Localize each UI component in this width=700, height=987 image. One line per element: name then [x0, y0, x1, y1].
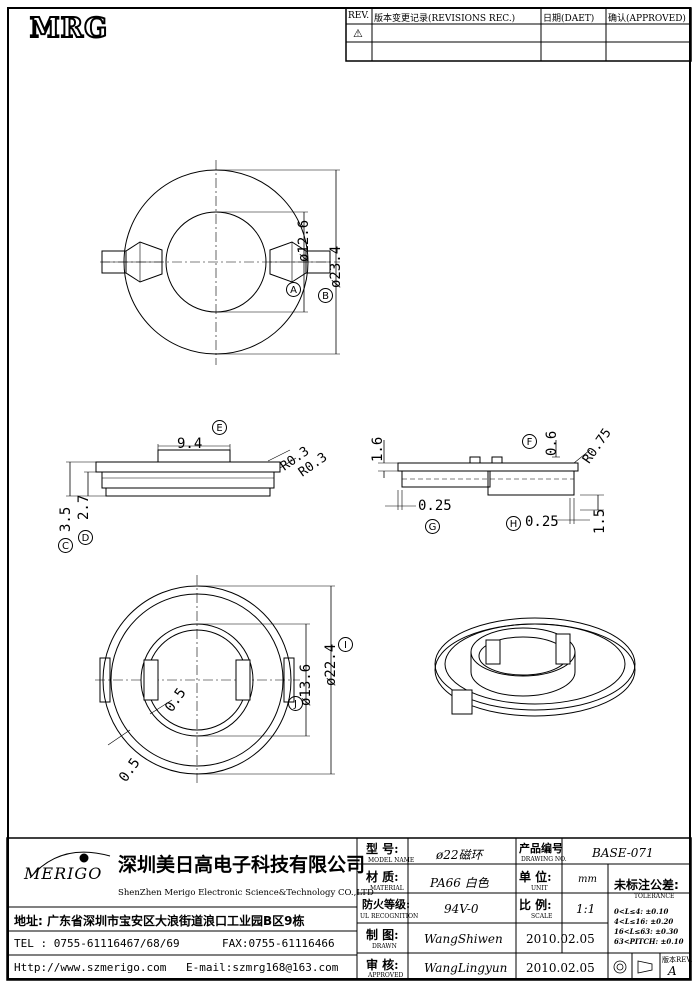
drawn-date-value: 2010.02.05 [526, 932, 595, 946]
dim-inner-dia-top: ø12.6 [296, 219, 312, 262]
tolerance-label: 未标注公差: [614, 878, 679, 892]
company-name-en: ShenZhen Merigo Electronic Science&Techn… [118, 888, 374, 898]
dim-height-2-7: 2.7 [76, 494, 92, 520]
unit-value: mm [578, 874, 597, 885]
dim-height-1-5: 1.5 [592, 508, 608, 534]
logo-text: MRG [29, 12, 109, 45]
unit-label-en: UNIT [531, 885, 548, 892]
approved-header: 确认(APPROVED) [608, 14, 686, 24]
material-label-en: MATERIAL [370, 885, 404, 892]
drawing-no-value: BASE-071 [592, 846, 654, 860]
drawn-label-en: DRAWN [372, 943, 397, 950]
approved-label: 审 核: [366, 958, 399, 972]
approved-label-en: APPROVED [368, 972, 404, 979]
bubble-f: F [522, 434, 537, 449]
fire-rating-label: 防火等级: [362, 898, 411, 911]
approved-by-value: WangLingyun [424, 961, 508, 975]
bubble-e: E [212, 420, 227, 435]
dim-outer-dia-bottom: ø22.4 [323, 643, 339, 686]
material-label: 材 质: [366, 870, 399, 884]
bubble-d: D [78, 530, 93, 545]
fire-rating-label-en: UL RECOGNITION [360, 913, 419, 920]
approved-date-value: 2010.02.05 [526, 961, 595, 975]
tolerance-row-4: 63<PITCH: ±0.10 [614, 937, 684, 946]
company-fax: FAX:0755-61116466 [222, 937, 335, 950]
company-email: E-mail:szmrg168@163.com [186, 961, 339, 974]
revision-record-header: 版本变更记录(REVISIONS REC.) [374, 14, 516, 24]
warning-icon: ⚠ [353, 27, 363, 40]
version-label: 版本REV. [662, 956, 693, 964]
bubble-a: A [286, 282, 301, 297]
material-value: PA66 白色 [430, 876, 489, 890]
dim-height-3-5: 3.5 [58, 506, 74, 532]
tolerance-label-en: TOLERANCE [634, 893, 675, 900]
unit-label: 单 位: [519, 870, 552, 884]
dim-width-0-25-right: 0.25 [525, 514, 559, 530]
bubble-j: J [288, 696, 303, 711]
dim-height-0-6: 0.6 [544, 430, 560, 456]
drawing-no-label: 产品编号 [519, 842, 563, 855]
company-website: Http://www.szmerigo.com [14, 961, 167, 974]
bubble-h: H [506, 516, 521, 531]
company-name-cn: 深圳美日高电子科技有限公司 [118, 854, 366, 876]
company-tel: TEL : 0755-61116467/68/69 [14, 937, 180, 950]
dim-outer-dia-top: ø23.4 [328, 245, 344, 288]
brand-name: MERIGO [24, 864, 103, 883]
drawing-no-label-en: DRAWING NO. [521, 856, 567, 863]
dim-width-0-25-left: 0.25 [418, 498, 452, 514]
tolerance-row-2: 4<L≤16: ±0.20 [614, 917, 674, 926]
drawn-label: 制 图: [366, 928, 399, 942]
company-address: 地址: 广东省深圳市宝安区大浪街道浪口工业园B区9栋 [14, 914, 305, 928]
scale-label-en: SCALE [531, 913, 553, 920]
scale-label: 比 例: [519, 898, 552, 912]
model-value: ø22磁环 [436, 848, 483, 862]
drawn-by-value: WangShiwen [424, 932, 503, 946]
tolerance-row-1: 0<L≤4: ±0.10 [614, 907, 669, 916]
rev-header: REV. [348, 11, 370, 21]
bubble-i: I [338, 637, 353, 652]
model-label: 型 号: [366, 842, 399, 856]
tolerance-row-3: 16<L≤63: ±0.30 [614, 927, 679, 936]
company-logo: MRG [14, 11, 124, 47]
bubble-b: B [318, 288, 333, 303]
dim-height-1-6: 1.6 [370, 436, 386, 462]
date-header: 日期(DAET) [543, 14, 595, 24]
scale-value: 1:1 [576, 902, 596, 916]
bubble-c: C [58, 538, 73, 553]
dim-width-9-4: 9.4 [177, 436, 203, 452]
fire-rating-value: 94V-0 [444, 902, 479, 916]
version-value: A [668, 964, 677, 978]
bubble-g: G [425, 519, 440, 534]
model-label-en: MODEL NAME [368, 857, 415, 864]
